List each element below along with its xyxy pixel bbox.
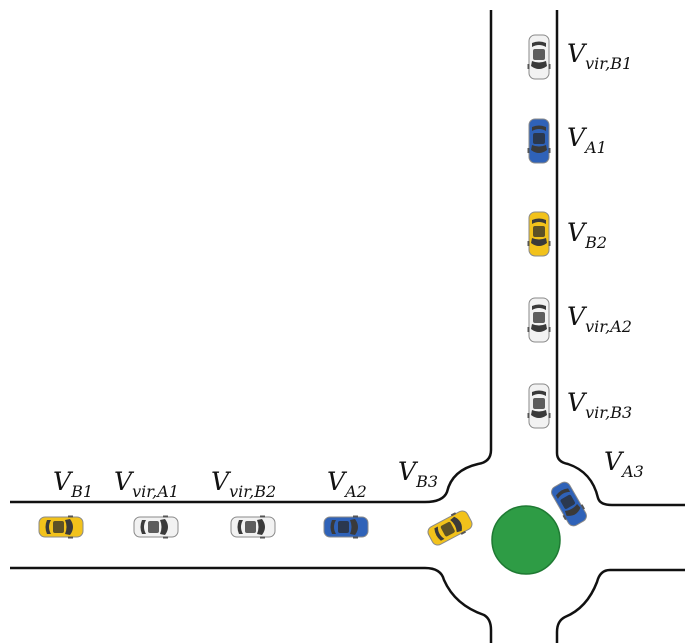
label-v-b3: VB3 (398, 457, 438, 491)
car-vir-a2 (527, 297, 551, 343)
car-b1 (38, 515, 84, 539)
label-v-vir-a1: Vvir,A1 (114, 467, 179, 501)
vehicle-labels: Vvir,B1 VA1 VB2 Vvir,A2 Vvir,B3 VA3 VB1 … (53, 39, 644, 501)
label-v-a2: VA2 (327, 467, 367, 501)
roundabout-island (491, 505, 561, 575)
label-v-a3: VA3 (604, 447, 644, 481)
car-a2 (323, 515, 369, 539)
car-b3 (424, 507, 476, 549)
road-edges (10, 10, 685, 643)
label-v-vir-b1: Vvir,B1 (567, 39, 632, 73)
car-vir-b3 (527, 383, 551, 429)
car-vir-a1 (133, 515, 179, 539)
vertical-road-left-edge (10, 10, 493, 504)
vertical-road-right-edge (555, 10, 685, 507)
label-v-vir-b2: Vvir,B2 (211, 467, 276, 501)
lower-right-road-edge (555, 568, 685, 643)
car-vir-b2 (230, 515, 276, 539)
label-v-vir-b3: Vvir,B3 (567, 388, 632, 422)
label-v-a1: VA1 (567, 123, 607, 157)
label-v-vir-a2: Vvir,A2 (567, 302, 632, 336)
car-b2 (527, 211, 551, 257)
horizontal-road-lower-edge (10, 566, 493, 643)
label-v-b2: VB2 (567, 218, 607, 252)
label-v-b1: VB1 (53, 467, 93, 501)
car-vir-b1 (527, 34, 551, 80)
car-a1 (527, 118, 551, 164)
